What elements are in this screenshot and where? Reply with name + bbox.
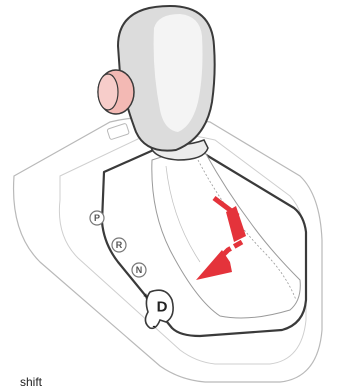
manual-minus-label: - [153,321,156,331]
gear-position-n-label: N [136,265,143,275]
gear-position-p: P [90,211,104,225]
gear-position-r: R [112,238,126,252]
shift-lock-button[interactable] [98,70,134,114]
gear-position-n: N [132,263,146,277]
manual-plus-label: + [143,291,148,301]
gear-position-p-label: P [94,213,100,223]
gear-position-d-label: D [157,299,168,316]
gear-position-r-label: R [116,240,123,250]
diagram-caption: shift [20,375,43,389]
